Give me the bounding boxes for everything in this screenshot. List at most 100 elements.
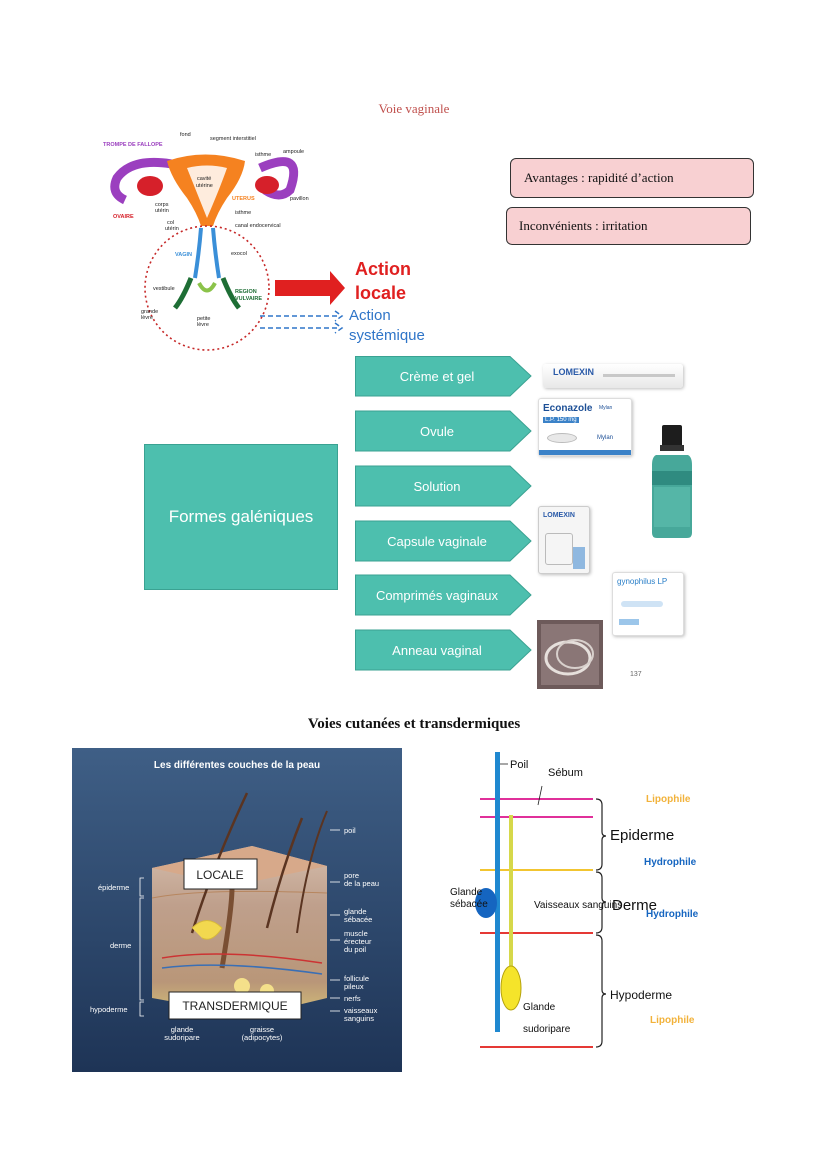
label-ampoule: ampoule <box>283 149 304 155</box>
capsule-shape <box>545 533 573 565</box>
vagina-shape <box>193 227 221 279</box>
label-ovaire: OVAIRE <box>113 214 134 220</box>
label-fond: fond <box>180 132 191 138</box>
lomexin-capsule-box-image: LOMEXIN <box>538 506 590 574</box>
locale-label: LOCALE <box>196 868 243 882</box>
skin-label-poil: poil <box>344 826 356 835</box>
schema-label-glande-sud2: sudoripare <box>523 1024 571 1035</box>
gynophilus-box-image: gynophilus LP <box>612 572 684 636</box>
uterine-cavity <box>187 165 227 218</box>
skin-label-glande: glande <box>344 907 367 916</box>
skin-label-follicule: follicule <box>344 974 369 983</box>
label-uterus: UTERUS <box>232 196 255 202</box>
forme-arrow-solution <box>355 465 532 507</box>
forme-arrow-anneau <box>355 629 532 671</box>
skin-label-muscle: muscle <box>344 929 368 938</box>
forme-arrow-ovule <box>355 410 532 452</box>
skin-label-pileux: pileux <box>344 982 364 991</box>
label-isthme: isthme <box>235 210 251 216</box>
formes-arrows: Crème et gel Ovule Solution Capsule vagi… <box>355 356 532 671</box>
tube-stripe <box>603 374 675 377</box>
forme-label: Comprimés vaginaux <box>376 588 499 603</box>
skin-label-erecteur: érecteur <box>344 937 372 946</box>
econazole-box-image: Econazole Mylan L.P. 150 mg Mylan <box>538 398 632 456</box>
sweat-gland <box>234 978 250 994</box>
schema-label-epiderme: Epiderme <box>610 827 674 844</box>
transdermique-box <box>168 991 302 1020</box>
right-ovary <box>255 176 279 194</box>
lomexin-tube-image: LOMEXIN <box>543 364 683 388</box>
right-fallopian-tube <box>258 157 299 200</box>
hair-3 <box>296 810 328 934</box>
label-uterine: utérine <box>196 183 213 189</box>
blood-vessel-red <box>161 953 323 964</box>
skin-label-hypoderme: hypoderme <box>90 1005 128 1014</box>
action-locale-line2: locale <box>355 283 407 303</box>
mylan-label: Mylan <box>597 435 614 441</box>
label-corps2: utérin <box>155 208 169 214</box>
forme-arrow-comprimes <box>355 574 532 616</box>
skin-title: Les différentes couches de la peau <box>154 760 320 771</box>
skin-label-graisse: graisse <box>250 1025 274 1034</box>
skin-label-dupoil: du poil <box>344 945 366 954</box>
hair-shaft <box>495 752 500 1032</box>
schema-label-hydrophile1: Hydrophile <box>644 857 697 868</box>
skin-layers-illustration: Les différentes couches de la peau épide… <box>72 748 402 1072</box>
label-petite2: lèvre <box>197 322 209 328</box>
label-region2: VULVAIRE <box>235 296 262 302</box>
schema-label-sebum: Sébum <box>548 767 583 779</box>
avantages-box: Avantages : rapidité d’action <box>510 158 754 198</box>
section-title-cutane: Voies cutanées et transdermiques <box>307 716 521 732</box>
skin-label-pore2: de la peau <box>344 879 379 888</box>
gynophilus-tab <box>619 619 639 625</box>
econazole-label: Econazole <box>543 403 593 414</box>
action-systemique-line2: systémique <box>349 327 425 344</box>
skin-label-vaisseaux: vaisseaux <box>344 1006 378 1015</box>
label-vagin: VAGIN <box>175 252 192 258</box>
hair-follicle <box>219 887 235 969</box>
labia-shape <box>173 277 241 310</box>
label-corps1: corps <box>155 202 169 208</box>
econazole-brand: Mylan <box>599 405 613 411</box>
skin-schematic-diagram: Poil Sébum Lipophile Epiderme Hydrophile… <box>450 752 699 1048</box>
skin-label-adipocytes: (adipocytes) <box>242 1033 283 1042</box>
ovule-shape <box>547 433 577 443</box>
sebaceous-gland-schematic <box>475 888 497 918</box>
forme-label: Anneau vaginal <box>392 643 482 658</box>
schema-label-poil: Poil <box>510 759 528 771</box>
left-ovary <box>137 176 163 196</box>
gynophilus-stripe <box>621 601 663 607</box>
uterus-anatomy-illustration: TROMPE DE FALLOPE fond segment interstit… <box>103 132 345 351</box>
blood-vessel-blue <box>161 964 323 975</box>
label-pavillon: pavillon <box>290 196 309 202</box>
action-systemique-line1: Action <box>349 307 391 324</box>
vestibule-shape <box>197 281 217 293</box>
layer-braces <box>595 798 607 1048</box>
action-locale-label: Action locale <box>355 257 411 305</box>
label-canal: canal endocervical <box>235 223 281 229</box>
label-col1: col <box>167 220 174 226</box>
schema-label-lipophile1: Lipophile <box>646 794 691 805</box>
skin-label-sebacee: sébacée <box>344 915 372 924</box>
econazole-dose: L.P. 150 mg <box>543 417 579 423</box>
skin-label-sanguins: sanguins <box>344 1014 374 1023</box>
action-locale-line1: Action <box>355 259 411 279</box>
page-number: 137 <box>630 671 642 678</box>
forme-label: Solution <box>414 479 461 494</box>
skin-label-epiderme: épiderme <box>98 883 129 892</box>
skin-label-glande-sud: glande <box>171 1025 194 1034</box>
locale-box <box>183 858 258 890</box>
action-locale-arrow <box>275 271 345 305</box>
transdermique-label: TRANSDERMIQUE <box>182 999 287 1013</box>
schema-label-glande-sud1: Glande <box>523 1002 556 1013</box>
schema-label-glande-seb2: sébacée <box>450 899 488 910</box>
schema-label-vaisseaux: Vaisseaux sanguins <box>534 900 622 911</box>
solution-bottle-image <box>652 425 692 538</box>
vaginal-ring-image <box>537 620 603 689</box>
forme-arrow-creme <box>355 356 532 397</box>
section-title-vaginal: Voie vaginale <box>378 101 450 116</box>
hair-2 <box>265 817 304 929</box>
forme-label: Crème et gel <box>400 369 475 384</box>
left-fallopian-tube <box>110 157 192 205</box>
schema-label-hydrophile2: Hydrophile <box>646 909 699 920</box>
